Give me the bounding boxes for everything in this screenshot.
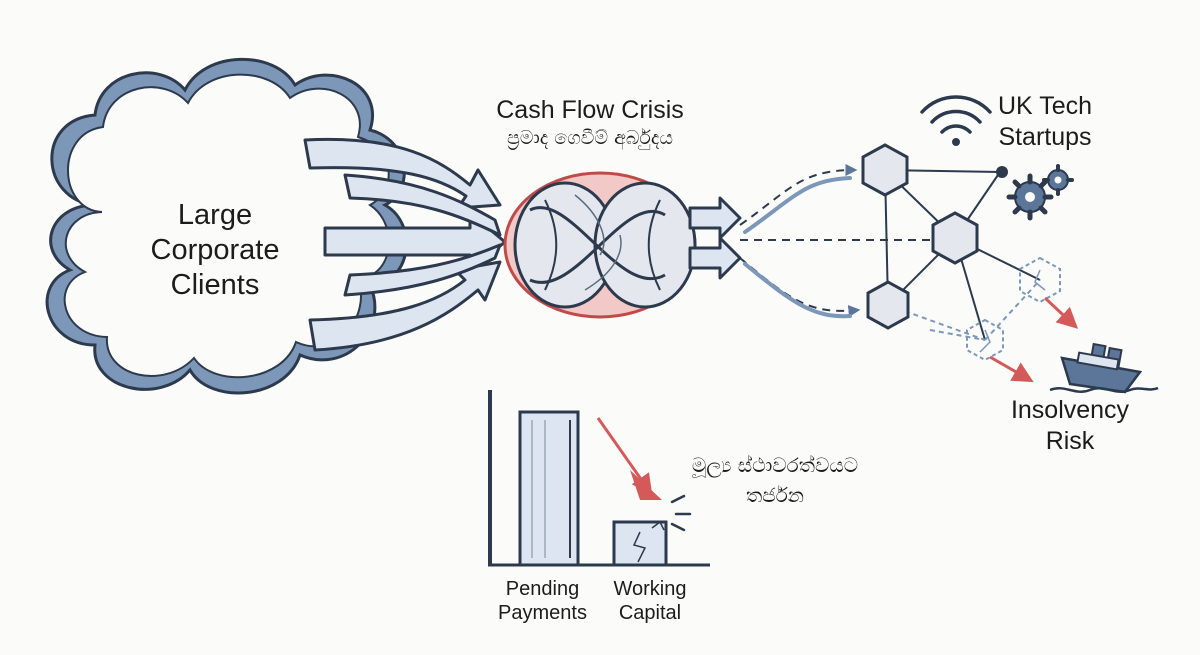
startups-line-2: Startups — [998, 123, 1092, 152]
threat-line-1: මූල්‍ය ස්ථාවරත්වයට — [691, 453, 859, 477]
client-cloud-line-3: Clients — [170, 268, 260, 301]
client-cloud-line-1: Large — [177, 199, 253, 231]
startups-label: UK Tech Startups — [975, 91, 1115, 154]
bar-label-1-line-1: Pending — [505, 578, 580, 600]
crisis-subtitle: ප්‍රමාද ගෙවීම් අර්බුදය — [507, 127, 673, 149]
wifi-icon — [920, 95, 992, 146]
threat-line-2: තර්ජන — [745, 483, 805, 507]
startups-line-1: UK Tech — [997, 92, 1093, 120]
bar-working-capital — [612, 520, 668, 567]
startup-network — [861, 143, 1061, 362]
bar-label-1-line-2: Payments — [498, 602, 587, 624]
insolvency-arrows — [989, 296, 1079, 383]
sinking-ship-icon — [1049, 342, 1159, 394]
client-cloud-line-2: Corporate — [150, 233, 280, 266]
gear-icon — [1006, 164, 1074, 221]
outflow-arrows — [688, 196, 742, 280]
bar-label-pending-payments: Pending Payments — [480, 577, 605, 625]
bar-pending-payments — [518, 410, 580, 567]
crisis-title: Cash Flow Crisis — [496, 96, 684, 124]
inflow-arrows — [303, 137, 507, 352]
client-cloud-label: Large Corporate Clients — [125, 198, 305, 302]
cash-flow-knot — [503, 171, 697, 319]
insolvency-line-2: Risk — [1045, 427, 1095, 456]
bar-chart — [488, 390, 710, 567]
insolvency-label: Insolvency Risk — [1000, 395, 1140, 458]
connector-shadows — [743, 176, 852, 319]
insolvency-line-1: Insolvency — [1010, 396, 1130, 424]
threat-label: මූල්‍ය ස්ථාවරත්වයට තර්ජන — [660, 450, 890, 510]
bar-label-2-line-2: Capital — [618, 602, 682, 624]
bar-label-2-line-1: Working — [613, 578, 687, 600]
bar-label-working-capital: Working Capital — [595, 577, 705, 625]
